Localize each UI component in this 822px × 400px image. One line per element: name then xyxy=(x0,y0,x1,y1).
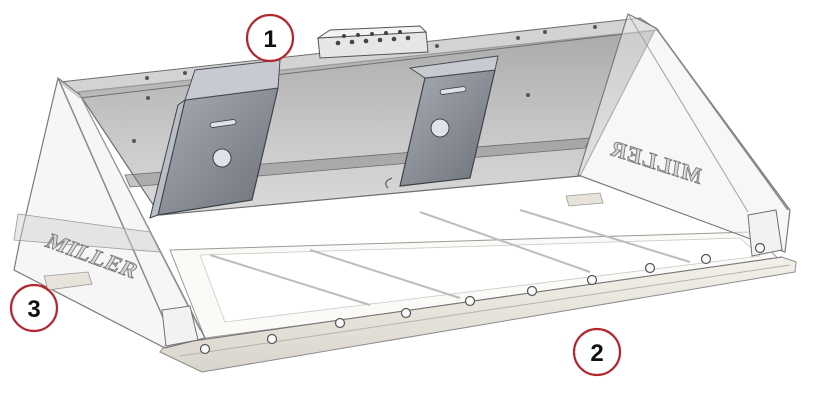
right-side-panel xyxy=(565,13,791,257)
front-rim-bolts xyxy=(199,242,766,355)
base-tray xyxy=(159,209,797,373)
callout-1: 1 xyxy=(245,13,295,63)
right-stand-bracket xyxy=(385,55,499,189)
svg-text:1: 1 xyxy=(263,26,276,53)
svg-text:2: 2 xyxy=(590,340,603,367)
top-mount-bracket xyxy=(316,25,429,59)
callout-2: 2 xyxy=(572,327,622,377)
floor-rails xyxy=(209,209,691,306)
callout-3: 3 xyxy=(9,283,59,333)
left-side-panel xyxy=(13,76,206,349)
svg-text:3: 3 xyxy=(27,296,40,323)
left-stand-bracket xyxy=(149,59,281,219)
